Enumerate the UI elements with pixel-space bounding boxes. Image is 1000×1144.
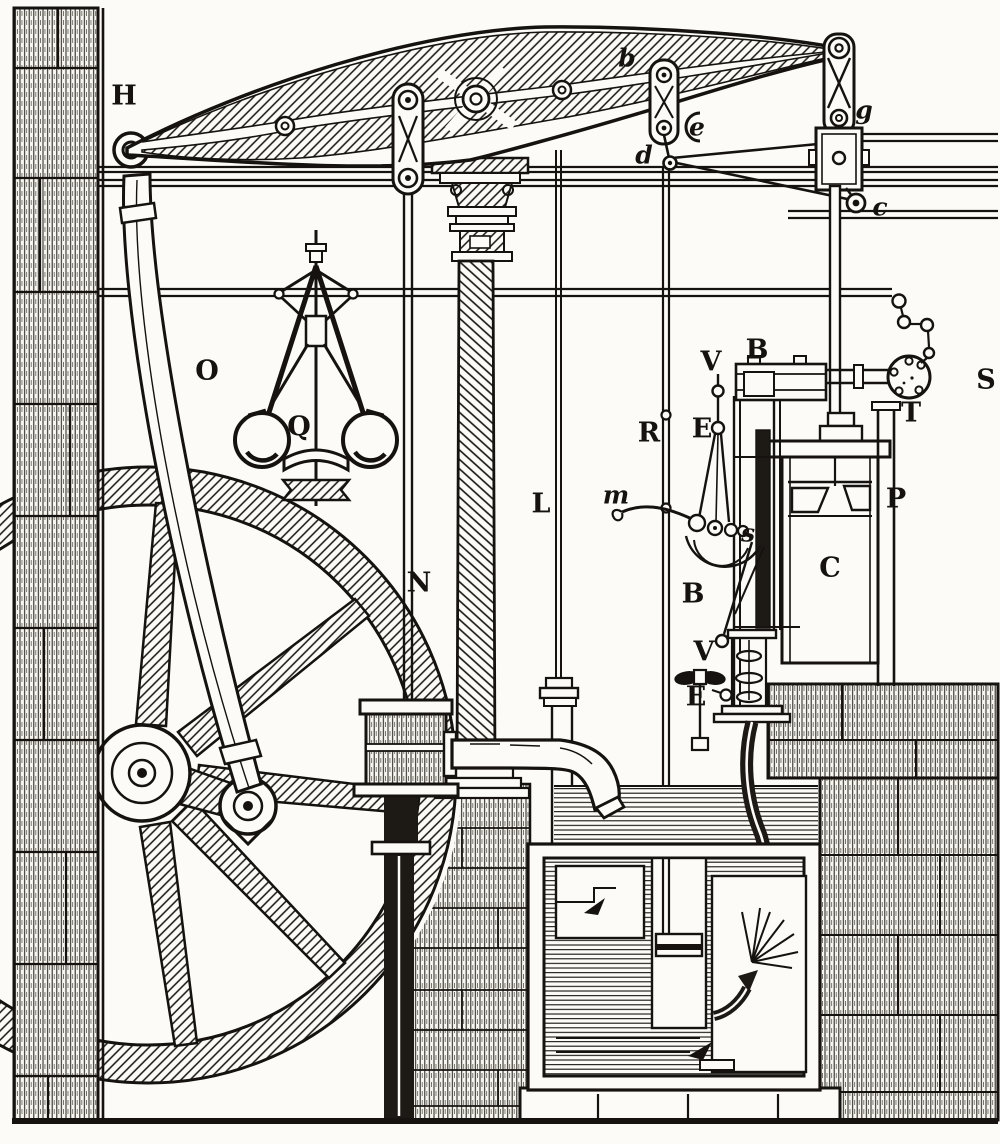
part-label-E: E: [692, 414, 713, 445]
steam-nozzle-B: [734, 355, 828, 402]
part-label-d: d: [635, 141, 652, 170]
condenser-cistern: [518, 842, 842, 1124]
e-hook: [684, 111, 701, 143]
throttle-flange-T: [886, 354, 932, 400]
steam-pipe-to-T: [826, 364, 889, 389]
piston-rod: [828, 184, 842, 418]
m-lever: [621, 505, 697, 523]
valve-knob-E: [710, 420, 726, 436]
stuffing-box: [818, 424, 864, 443]
foot-valve-arrow: [688, 1042, 712, 1060]
part-label-T: T: [901, 398, 921, 429]
pump-rod-link: [391, 82, 425, 704]
steam-cylinder-assembly: [732, 184, 936, 712]
part-label-e: e: [689, 113, 705, 142]
flywheel-spokes: [134, 501, 422, 1048]
part-label-B: B: [746, 335, 769, 366]
valve-chest: [732, 396, 800, 712]
injection-spray: [741, 907, 799, 969]
plug-rod-R: [660, 168, 672, 860]
parallel-motion: [648, 32, 870, 214]
part-label-B: B: [682, 579, 705, 610]
valve-knob-V: [711, 384, 725, 398]
valve-column: [730, 638, 768, 708]
valve-rod-L: [538, 150, 580, 846]
part-label-m: m: [603, 481, 629, 510]
part-label-P: P: [886, 484, 906, 515]
part-label-C: C: [819, 553, 841, 584]
part-label-Q: Q: [287, 412, 311, 443]
part-label-c: c: [872, 193, 887, 222]
valve-knob-E-lower: [719, 688, 733, 702]
part-label-g: g: [855, 96, 872, 125]
part-label-O: O: [195, 356, 219, 387]
cold-water-pump: [352, 698, 460, 1120]
beam-bosses: [274, 79, 573, 137]
part-label-L: L: [532, 489, 551, 520]
crank: [92, 723, 278, 847]
left-brick-pier: [12, 6, 105, 1122]
condenser-chamber: [710, 874, 808, 1074]
part-label-N: N: [407, 568, 432, 599]
valve-gear: [611, 374, 792, 752]
radius-rod: [671, 160, 853, 202]
part-label-H: H: [111, 81, 137, 112]
right-masonry: [766, 682, 1000, 1122]
cylinder-cover: [766, 439, 892, 459]
support-column: [430, 156, 531, 800]
butterfly-handle: [674, 668, 726, 752]
radius-rod: [671, 142, 819, 160]
flywheel: [0, 461, 462, 1089]
part-label-R: R: [638, 418, 661, 449]
part-label-E: E: [686, 682, 707, 713]
valve-knob-V-lower: [714, 633, 730, 649]
governor-balls: [233, 408, 399, 469]
part-label-s: s: [740, 519, 755, 548]
part-label-S: S: [976, 365, 996, 396]
part-label-b: b: [618, 44, 635, 73]
pump-spout: [442, 730, 626, 820]
lower-valve-rod: [722, 541, 754, 635]
ground-line: [12, 1118, 998, 1124]
injection-cock-arrow: [584, 898, 605, 915]
throttle-linkage: [891, 293, 936, 364]
part-label-V: V: [693, 637, 716, 668]
centrifugal-governor: [233, 230, 399, 506]
part-label-V: V: [700, 347, 723, 378]
exhaust-pipe-P: [871, 401, 901, 686]
connecting-rod: [112, 131, 263, 794]
walking-beam: [125, 25, 840, 168]
